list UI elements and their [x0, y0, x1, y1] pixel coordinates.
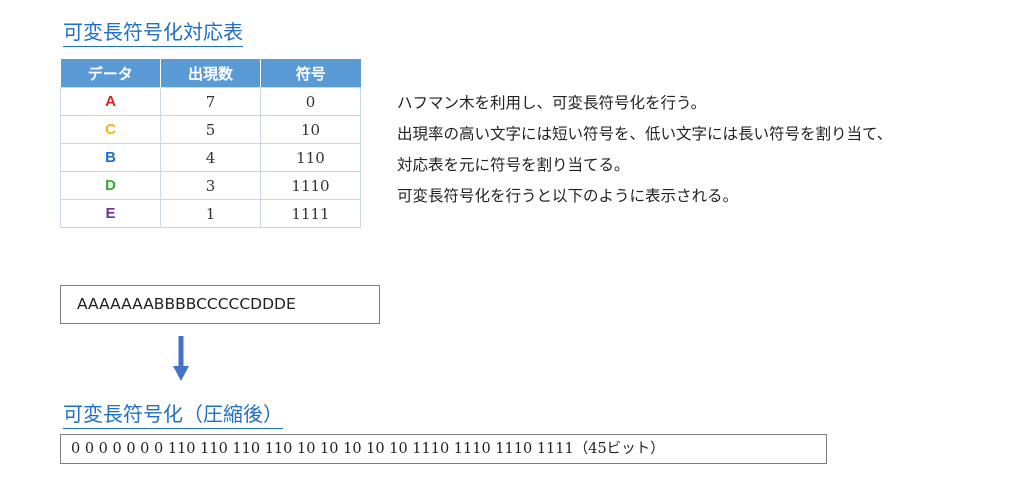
row-letter: A	[60, 87, 161, 116]
row-code: 1111	[260, 199, 361, 228]
row-code: 0	[260, 87, 361, 116]
table-row: A 7 0	[60, 87, 361, 116]
row-letter: E	[60, 199, 161, 228]
header-code: 符号	[260, 59, 361, 88]
table-header-row: データ 出現数 符号	[60, 59, 361, 88]
header-count: 出現数	[160, 59, 261, 88]
row-count: 7	[160, 87, 261, 116]
row-count: 5	[160, 115, 261, 144]
table-row: D 3 1110	[60, 171, 361, 200]
row-letter: D	[60, 171, 161, 200]
table-row: E 1 1111	[60, 199, 361, 228]
row-code: 110	[260, 143, 361, 172]
table-row: B 4 110	[60, 143, 361, 172]
arrow-head	[173, 366, 189, 381]
row-letter: B	[60, 143, 161, 172]
row-code: 10	[260, 115, 361, 144]
source-string-box: AAAAAAABBBBCCCCCDDDE	[60, 285, 380, 324]
row-letter: C	[60, 115, 161, 144]
row-count: 3	[160, 171, 261, 200]
description-text: ハフマン木を利用し、可変長符号化を行う。 出現率の高い文字には短い符号を、低い文…	[397, 88, 892, 212]
description-line: 出現率の高い文字には短い符号を、低い文字には長い符号を割り当て、	[397, 125, 893, 143]
compressed-string-box: 0 0 0 0 0 0 0 110 110 110 110 10 10 10 1…	[60, 434, 827, 464]
arrow-down-icon	[173, 336, 189, 381]
header-data: データ	[60, 59, 161, 88]
table-row: C 5 10	[60, 115, 361, 144]
compressed-title: 可変長符号化（圧縮後）	[63, 404, 283, 429]
description-line: 対応表を元に符号を割り当てる。	[397, 156, 630, 174]
arrow-shaft	[178, 336, 184, 368]
row-code: 1110	[260, 171, 361, 200]
row-count: 4	[160, 143, 261, 172]
row-count: 1	[160, 199, 261, 228]
code-table: データ 出現数 符号 A 7 0 C 5 10 B 4 110 D 3 1110…	[60, 59, 361, 228]
description-line: 可変長符号化を行うと以下のように表示される。	[397, 187, 739, 205]
description-line: ハフマン木を利用し、可変長符号化を行う。	[397, 94, 707, 112]
page-title: 可変長符号化対応表	[63, 22, 243, 47]
